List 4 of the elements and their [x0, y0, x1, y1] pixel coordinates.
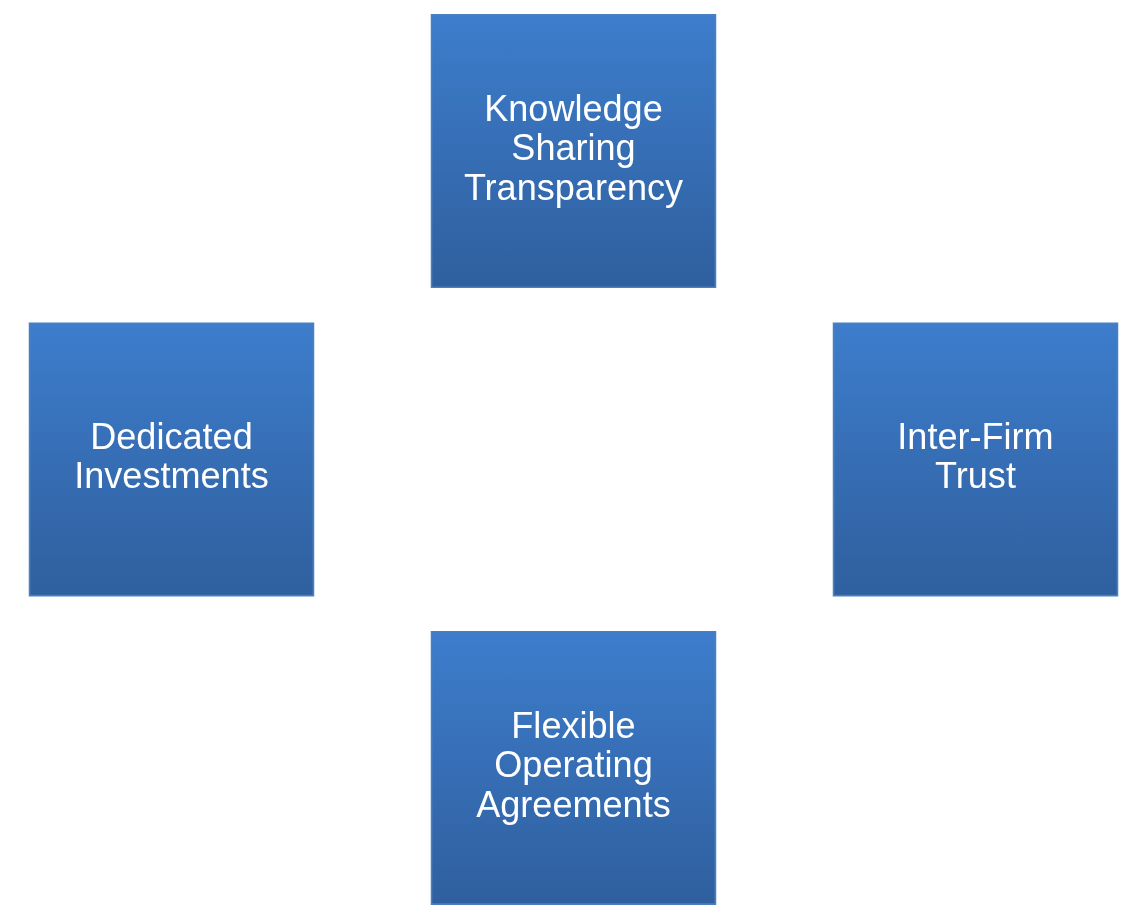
node-box: Dedicated Investments — [28, 322, 315, 597]
node-box: Inter-Firm Trust — [832, 322, 1119, 597]
node-box: Knowledge Sharing Transparency — [430, 14, 717, 289]
node-box: Flexible Operating Agreements — [430, 630, 717, 905]
